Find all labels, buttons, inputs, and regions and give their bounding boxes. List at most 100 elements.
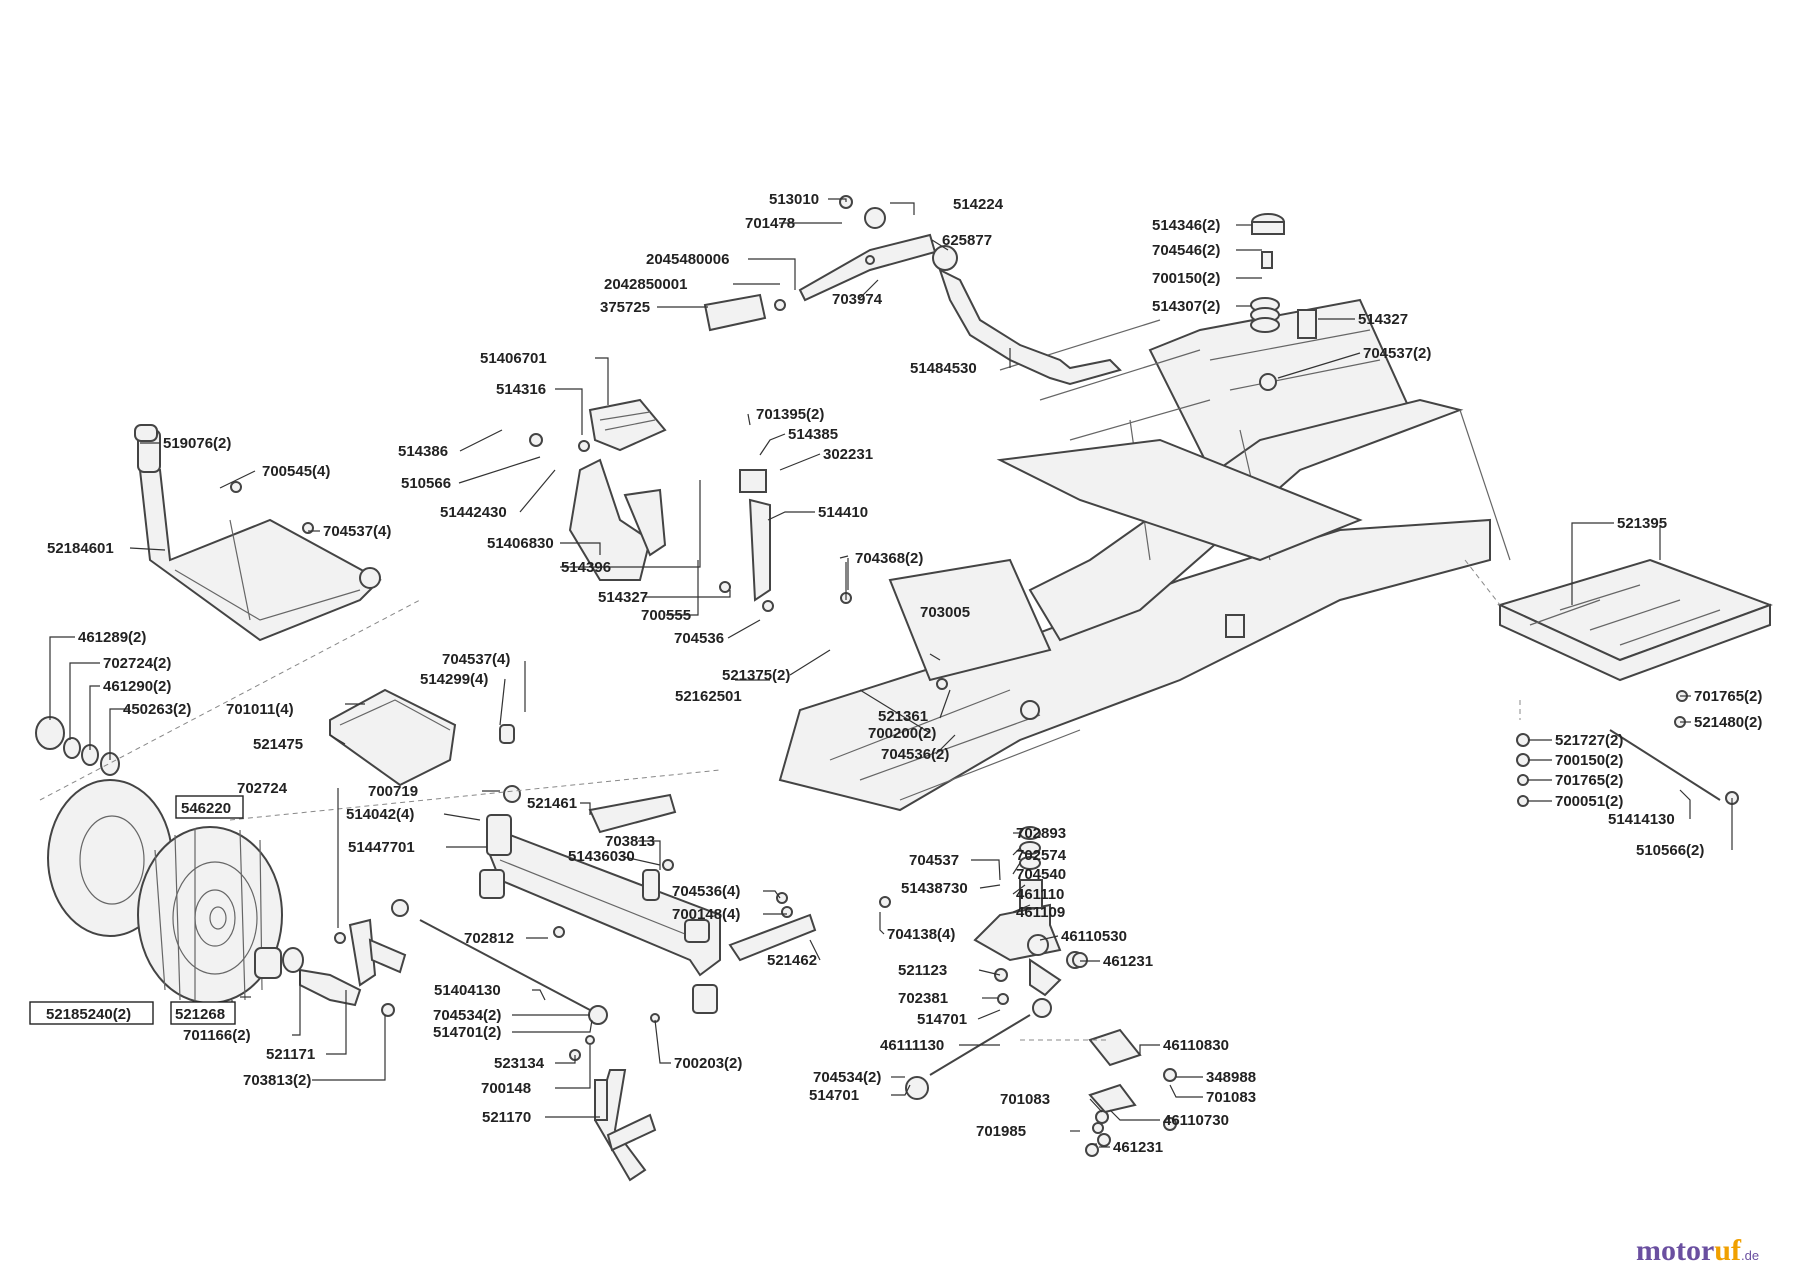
part-label: 701083 [1000,1091,1050,1108]
part-label: 521480(2) [1694,714,1762,731]
part-label: 700200(2) [868,725,936,742]
chassis-frame [778,298,1511,812]
part-label: 701765(2) [1694,688,1762,705]
part-label: 461290(2) [103,678,171,695]
part-label: 704534(2) [813,1069,881,1086]
tie-rods [391,899,1052,1100]
part-label: 704138(4) [887,926,955,943]
part-label: 52162501 [675,688,742,705]
part-label: 461289(2) [78,629,146,646]
part-labels: 513010 514224 701478 625877 2045480006 2… [46,191,1762,1156]
part-label: 704537(2) [1363,345,1431,362]
steering-lever [703,207,1122,386]
part-label: 514224 [953,196,1004,213]
part-label: 703005 [920,604,970,621]
part-label: 46111130 [880,1037,944,1054]
part-label: 2042850001 [604,276,687,293]
part-label: 521462 [767,952,817,969]
part-label: 702724 [237,780,288,797]
part-label: 514396 [561,559,611,576]
part-label: 700719 [368,783,418,800]
part-label: 461109 [1016,904,1065,921]
part-label: 461231 [1113,1139,1163,1156]
part-label: 704534(2) [433,1007,501,1024]
part-label: 302231 [823,446,873,463]
rear-rod [1609,729,1739,805]
assembly-dashes [39,559,1521,1041]
part-label: 521170 [482,1109,531,1126]
part-label: 702724(2) [103,655,171,672]
part-label: 521475 [253,736,303,753]
part-label: 521268 [175,1006,225,1023]
wheel-hub-parts [35,716,304,979]
part-label: 704546(2) [1152,242,1220,259]
part-label: 514386 [398,443,448,460]
part-label: 700203(2) [674,1055,742,1072]
part-label: 52184601 [47,540,114,557]
part-label: 521123 [898,962,947,979]
part-label: 51447701 [348,839,415,856]
hitch-plate [1497,558,1773,682]
watermark-accent: uf [1714,1234,1741,1267]
part-label: 51484530 [910,360,977,377]
part-label: 521461 [527,795,577,812]
part-label: 514385 [788,426,838,443]
part-label: 51404130 [434,982,501,999]
part-label: 704540 [1016,866,1066,883]
steering-brackets [1088,1028,1177,1147]
part-label: 700051(2) [1555,793,1623,810]
part-label: 704537(4) [323,523,391,540]
leader-lines [49,198,1733,1148]
part-label: 701166(2) [183,1027,251,1044]
part-label: 521395 [1617,515,1667,532]
part-label: 46110830 [1163,1037,1229,1054]
seat-mount-parts [1250,213,1317,391]
front-bumper [134,424,382,642]
part-label: 523134 [494,1055,545,1072]
part-label: 513010 [769,191,819,208]
part-label: 46110530 [1061,928,1127,945]
part-label: 521375(2) [722,667,790,684]
watermark-main: motor [1636,1234,1715,1267]
part-label: 703813 [605,833,655,850]
part-label: 700148(4) [672,906,740,923]
part-label: 514701 [917,1011,967,1028]
part-label: 51406701 [480,350,547,367]
part-label: 514327 [1358,311,1408,328]
part-label: 700150(2) [1555,752,1623,769]
part-label: 702574 [1016,847,1067,864]
part-label: 514701 [809,1087,859,1104]
part-label: 521361 [878,708,928,725]
part-label: 461110 [1016,886,1064,903]
front-axle [479,814,721,1014]
steering-sector [973,826,1084,997]
part-label: 2045480006 [646,251,729,268]
part-label: 700148 [481,1080,531,1097]
part-label: 514042(4) [346,806,414,823]
part-label: 704537(4) [442,651,510,668]
part-label: 521727(2) [1555,732,1623,749]
part-label: 375725 [600,299,650,316]
part-label: 46110730 [1163,1112,1229,1129]
part-label: 704536(4) [672,883,740,900]
part-label: 450263(2) [123,701,191,718]
watermark-logo: motoruf.de [1636,1234,1759,1268]
part-label: 701011(4) [226,701,294,718]
part-label: 521171 [266,1046,315,1063]
part-label: 461231 [1103,953,1153,970]
part-label: 701765(2) [1555,772,1623,789]
part-label: 703813(2) [243,1072,311,1089]
part-label: 546220 [181,800,231,817]
part-label: 701478 [745,215,795,232]
part-label: 514701(2) [433,1024,501,1041]
part-label: 700150(2) [1152,270,1220,287]
part-label: 519076(2) [163,435,231,452]
watermark-suffix: .de [1740,1248,1760,1263]
part-label: 510566 [401,475,451,492]
pedal-assembly [568,398,771,602]
boxed-label-frames [29,795,244,1025]
part-label: 701083 [1206,1089,1256,1106]
part-label: 514316 [496,381,546,398]
part-label: 704537 [909,852,959,869]
